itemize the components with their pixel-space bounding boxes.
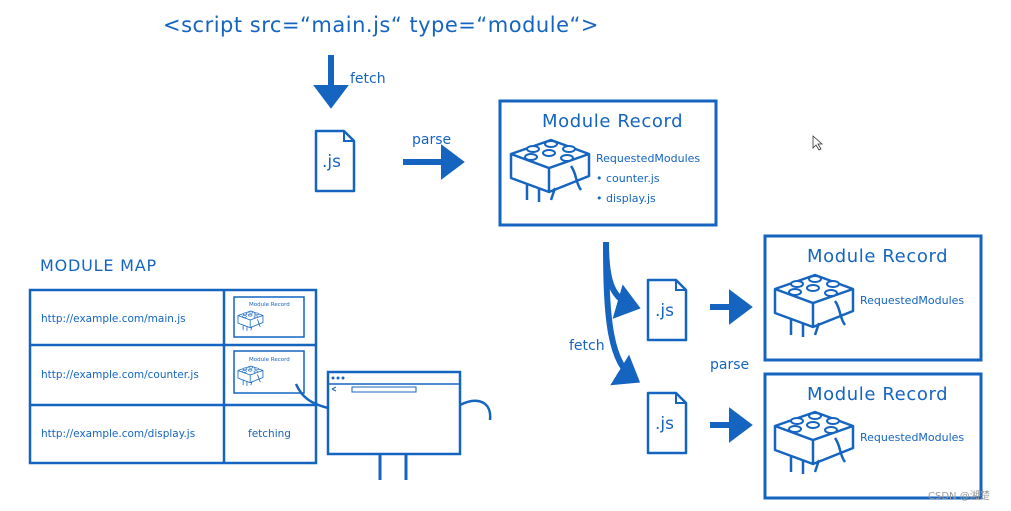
module-map-url: http://example.com/counter.js	[41, 369, 199, 381]
fetch-label-top: fetch	[350, 71, 386, 87]
js-file-label: .js	[655, 301, 674, 321]
fetch-arrow-display	[603, 241, 641, 386]
requested-modules-label: RequestedModules	[860, 431, 964, 444]
module-map-status: fetching	[248, 428, 291, 440]
module-record-title: Module Record	[807, 384, 948, 405]
requested-item: • display.js	[596, 192, 656, 205]
fetch-label-bottom: fetch	[569, 338, 605, 354]
fetch-arrow-counter	[603, 241, 641, 319]
js-file-label: .js	[655, 414, 674, 434]
parse-label-top: parse	[412, 132, 451, 148]
svg-text:Module Record: Module Record	[249, 302, 290, 308]
script-tag-text: <script src=“main.js“ type=“module“>	[163, 13, 599, 37]
module-record-title: Module Record	[807, 246, 948, 267]
js-file-label: .js	[322, 152, 341, 172]
browser-character	[294, 370, 492, 480]
requested-modules-label: RequestedModules	[596, 152, 700, 165]
mini-module-record: Module Record	[233, 350, 305, 394]
mouse-cursor-icon	[812, 135, 824, 151]
watermark: CSDN @湘楚	[928, 489, 990, 502]
module-map-title: MODULE MAP	[40, 256, 157, 275]
mini-module-record: Module Record	[233, 296, 305, 338]
requested-modules-label: RequestedModules	[860, 294, 964, 307]
parse-label-bottom: parse	[710, 357, 749, 373]
requested-item: • counter.js	[596, 172, 660, 185]
module-record-title: Module Record	[542, 111, 683, 132]
module-map-url: http://example.com/main.js	[41, 313, 186, 325]
module-map-url: http://example.com/display.js	[41, 428, 195, 440]
svg-text:Module Record: Module Record	[249, 357, 290, 363]
